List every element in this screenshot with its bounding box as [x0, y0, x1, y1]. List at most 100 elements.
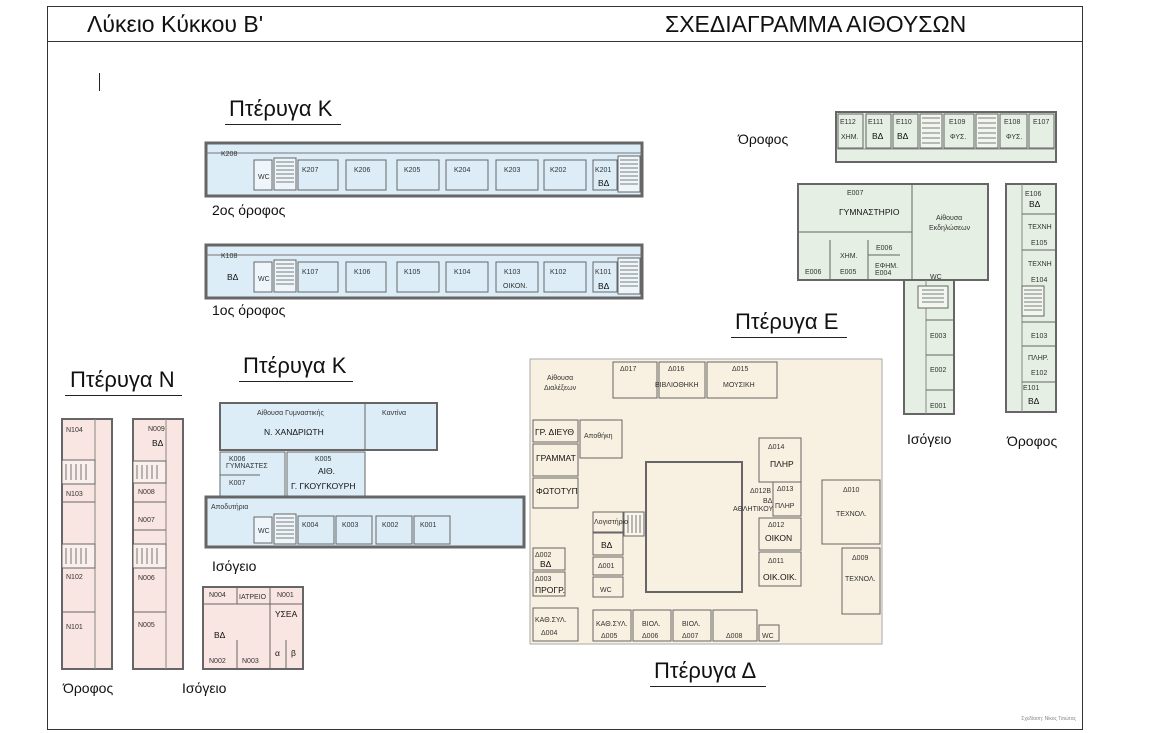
- d-room-d002: [532, 547, 566, 571]
- k1-label-k108: K108: [221, 253, 237, 260]
- er-label-e101: E101: [1023, 385, 1039, 392]
- d-room-d006: [632, 609, 672, 642]
- eu-label-e107: E107: [1033, 119, 1049, 126]
- eg-label-hall1: Αίθουσα: [936, 214, 962, 222]
- k1-label-k102: K102: [550, 269, 566, 276]
- k2-room-k201: [592, 159, 618, 191]
- eu-label-e111-sub: ΒΔ: [872, 131, 884, 141]
- plan-frame: [47, 6, 1083, 730]
- d-room-wc2: [758, 624, 780, 642]
- n-label-n009-sub: ΒΔ: [152, 438, 164, 448]
- er-stairs: [1021, 285, 1045, 317]
- plan-shape: [922, 289, 944, 303]
- eg-label-e006: E006: [805, 269, 821, 276]
- underline: [731, 337, 847, 338]
- d-label-biol1: ΒΙΟΛ.: [642, 621, 661, 628]
- eg-label-hall2: Εκδηλώσεων: [929, 224, 971, 232]
- d-room-d004: [532, 607, 579, 642]
- d-room-bd: [592, 532, 624, 556]
- d-room-d012: [758, 517, 802, 551]
- kg-gym-block: [219, 402, 438, 451]
- kg-room-k003: [335, 515, 373, 545]
- k1-label-k101-sub: ΒΔ: [598, 281, 610, 291]
- k1-label-k107: K107: [302, 269, 318, 276]
- n-label-n006: N006: [138, 575, 155, 582]
- eu-label-e108: E108: [1004, 119, 1020, 126]
- e-ground-floor: E007 ΓΥΜΝΑΣΤΗΡΙΟ Αίθουσα Εκδηλώσεων ΧΗΜ.…: [797, 183, 989, 415]
- n-ground-stairs2: [132, 543, 167, 569]
- eg-label-e003: E003: [930, 333, 946, 340]
- k2-room-k204: [445, 159, 489, 191]
- d-room-d005: [592, 609, 632, 642]
- d-room-d010: [821, 479, 881, 545]
- d-label-lecture1: Αίθουσα: [547, 374, 573, 382]
- d-label-d012b: Δ012Β: [750, 488, 771, 495]
- k2-label-k206: K206: [354, 167, 370, 174]
- k1-room-k107: [297, 261, 339, 293]
- d-label-d012: Δ012: [768, 522, 784, 529]
- n-upper-stairs1: [61, 459, 96, 485]
- eg-label-e002: E002: [930, 367, 946, 374]
- kg-label-k005: K005: [315, 456, 331, 463]
- n-label-n001: N001: [277, 592, 294, 599]
- d-label-kath2: ΚΑΘ.ΣΥΛ.: [596, 621, 628, 628]
- d-label-d011: Δ011: [768, 558, 784, 565]
- floor-label-e-upper: Όροφος: [738, 131, 789, 147]
- k2-room-k203: [495, 159, 539, 191]
- d-label-plir2: ΠΛΗΡ: [775, 503, 795, 510]
- kg-room-k004: [297, 515, 335, 545]
- k1-room-k106: [345, 261, 387, 293]
- d-room-d016: [658, 361, 706, 399]
- er-label-e103: E103: [1031, 333, 1047, 340]
- wing-d-title: Πτέρυγα Δ: [654, 658, 757, 683]
- k1-room-k104: [445, 261, 489, 293]
- plan-shape: [620, 261, 638, 287]
- n-label-bd: ΒΔ: [214, 630, 226, 640]
- eu-label-e112: E112: [840, 119, 856, 126]
- d-room-d017: [612, 361, 658, 399]
- k2-label-k204: K204: [454, 167, 470, 174]
- plan-shape: [620, 159, 638, 185]
- d-label-director: ΓΡ. ΔΙΕΥΘ: [535, 427, 574, 437]
- eu-stairs2: [975, 113, 999, 149]
- k2-room-k205: [396, 159, 440, 191]
- e-upper-floor: E112 ΧΗΜ. E111 ΒΔ E110 ΒΔ E109 ΦΥΣ. E108…: [835, 111, 1057, 163]
- kg-label-k007: K007: [229, 480, 245, 487]
- d-label-d008: Δ008: [726, 633, 742, 640]
- n-label-n002: N002: [209, 658, 226, 665]
- kg-label-changing: Αποδυτήρια: [211, 504, 248, 511]
- d-label-d009: Δ009: [852, 555, 868, 562]
- text-cursor: [99, 73, 100, 91]
- underline: [225, 124, 341, 125]
- kg-label-k005-sub2: Γ. ΓΚΟΥΓΚΟΥΡΗ: [291, 481, 355, 491]
- kg-label-gym-hall: Αίθουσα Γυμναστικής: [257, 409, 324, 417]
- d-room-storage: [579, 419, 623, 459]
- kg-label-k001: K001: [420, 522, 436, 529]
- d-label-d012b-sub1: ΒΔ: [763, 498, 773, 505]
- d-room-d013: [772, 481, 802, 517]
- d-label-storage: Αποθήκη: [584, 433, 613, 440]
- eu-room-e108: [999, 113, 1028, 149]
- eu-label-e109: E109: [949, 119, 965, 126]
- plan-shape: [136, 465, 158, 564]
- n-label-iatreio: ΙΑΤΡΕΙΟ: [239, 594, 267, 601]
- eu-label-e112-sub: ΧΗΜ.: [841, 134, 859, 141]
- k1-label-k104: K104: [454, 269, 470, 276]
- d-room-d015: [706, 361, 778, 399]
- floor-label-k-ground: Ισόγειο: [212, 558, 257, 574]
- n-label-n009: N009: [148, 426, 165, 433]
- n-wing: N104 N103 N102 N101 N009 ΒΔ N008 N007 N0…: [61, 418, 304, 670]
- school-name: Λύκειο Κύκκου Β': [87, 11, 264, 37]
- kg-label-k006: K006: [229, 456, 245, 463]
- k1-label-k105: K105: [404, 269, 420, 276]
- plan-shape: [276, 263, 294, 285]
- wing-e-title: Πτέρυγα Ε: [735, 309, 839, 334]
- d-label-techn1: ΤΕΧΝΟΛ.: [836, 511, 867, 518]
- d-label-d007: Δ007: [682, 633, 698, 640]
- d-room-photocopy: [532, 477, 579, 509]
- k1-label-k101: K101: [595, 269, 611, 276]
- kg-room-k001: [413, 515, 451, 545]
- d-label-kath: ΚΑΘ.ΣΥΛ.: [535, 617, 567, 624]
- er-label-e106: E106: [1025, 191, 1041, 198]
